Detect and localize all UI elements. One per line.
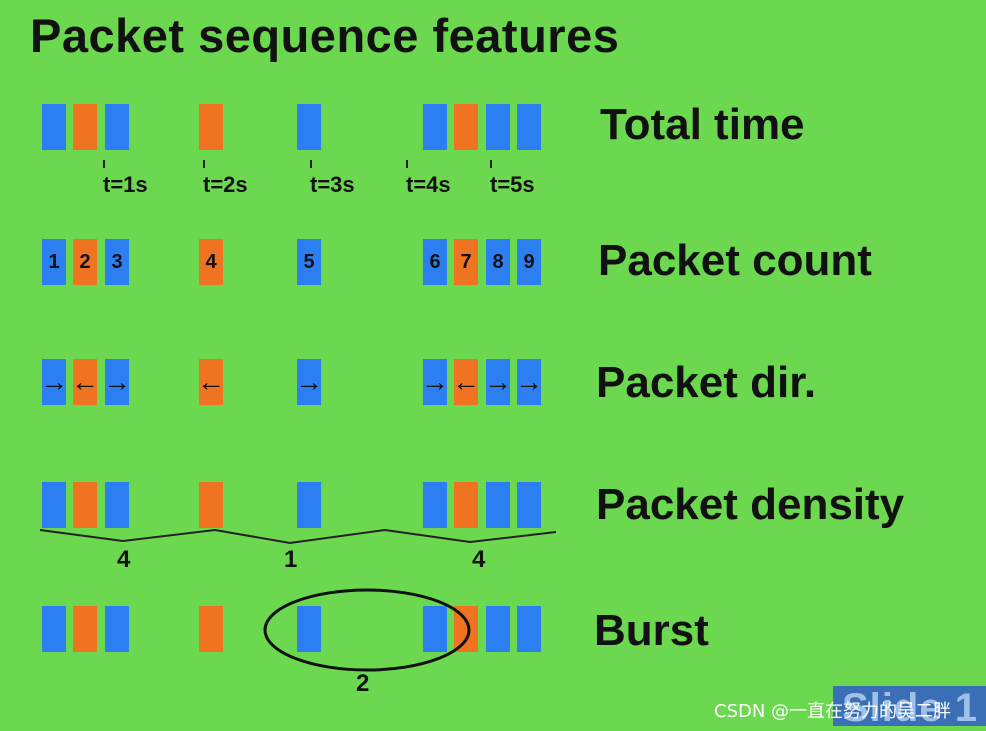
- time-tick-2: [203, 160, 205, 168]
- packet-count-2: 2: [73, 239, 97, 285]
- label-burst: Burst: [594, 606, 709, 655]
- time-tick-1: [103, 160, 105, 168]
- packet-dir-9: →: [515, 359, 543, 405]
- packet-dir-1: →: [40, 359, 68, 405]
- packet-time-9: [517, 104, 541, 150]
- burst-ellipse: [263, 588, 471, 672]
- packet-count-7: 7: [454, 239, 478, 285]
- packet-dir-8: →: [484, 359, 512, 405]
- packet-burst-8: [486, 606, 510, 652]
- packet-count-9: 9: [517, 239, 541, 285]
- time-label-1: t=1s: [103, 172, 148, 197]
- packet-density-9: [517, 482, 541, 528]
- label-packet-count: Packet count: [598, 236, 872, 285]
- packet-burst-4: [199, 606, 223, 652]
- packet-count-6: 6: [423, 239, 447, 285]
- label-total-time: Total time: [600, 100, 805, 149]
- packet-burst-2: [73, 606, 97, 652]
- time-tick-5: [490, 160, 492, 168]
- time-label-2: t=2s: [203, 172, 248, 197]
- packet-time-7: [454, 104, 478, 150]
- packet-count-4: 4: [199, 239, 223, 285]
- time-label-4: t=4s: [406, 172, 451, 197]
- packet-count-5: 5: [297, 239, 321, 285]
- density-brace: [39, 528, 557, 545]
- packet-burst-9: [517, 606, 541, 652]
- packet-density-5: [297, 482, 321, 528]
- packet-dir-4: ←: [197, 359, 225, 405]
- packet-density-3: [105, 482, 129, 528]
- slide-mark-box: [833, 686, 986, 726]
- density-value-3: 4: [472, 546, 486, 573]
- packet-density-7: [454, 482, 478, 528]
- packet-count-1: 1: [42, 239, 66, 285]
- time-label-5: t=5s: [490, 172, 535, 197]
- packet-count-8: 8: [486, 239, 510, 285]
- label-packet-density: Packet density: [596, 480, 905, 529]
- packet-time-3: [105, 104, 129, 150]
- packet-time-6: [423, 104, 447, 150]
- packet-burst-3: [105, 606, 129, 652]
- packet-density-8: [486, 482, 510, 528]
- packet-density-6: [423, 482, 447, 528]
- packet-dir-5: →: [295, 359, 323, 405]
- packet-density-2: [73, 482, 97, 528]
- packet-density-4: [199, 482, 223, 528]
- packet-burst-6: [423, 606, 447, 652]
- burst-value: 2: [356, 670, 370, 697]
- watermark: CSDN @一直在努力的吴二胖: [714, 701, 952, 722]
- time-tick-4: [406, 160, 408, 168]
- label-packet-dir: Packet dir.: [596, 358, 817, 407]
- packet-time-2: [73, 104, 97, 150]
- packet-time-1: [42, 104, 66, 150]
- packet-time-8: [486, 104, 510, 150]
- packet-time-5: [297, 104, 321, 150]
- packet-time-4: [199, 104, 223, 150]
- packet-burst-5: [297, 606, 321, 652]
- packet-burst-1: [42, 606, 66, 652]
- packet-dir-6: →: [421, 359, 449, 405]
- packet-dir-7: ←: [452, 359, 480, 405]
- slide-mark: Slide 1: [842, 686, 978, 730]
- time-tick-3: [310, 160, 312, 168]
- packet-count-3: 3: [105, 239, 129, 285]
- density-value-1: 4: [117, 546, 131, 573]
- time-label-3: t=3s: [310, 172, 355, 197]
- packet-dir-2: ←: [71, 359, 99, 405]
- packet-dir-3: →: [103, 359, 131, 405]
- packet-density-1: [42, 482, 66, 528]
- density-value-2: 1: [284, 546, 298, 573]
- page-title: Packet sequence features: [30, 9, 620, 62]
